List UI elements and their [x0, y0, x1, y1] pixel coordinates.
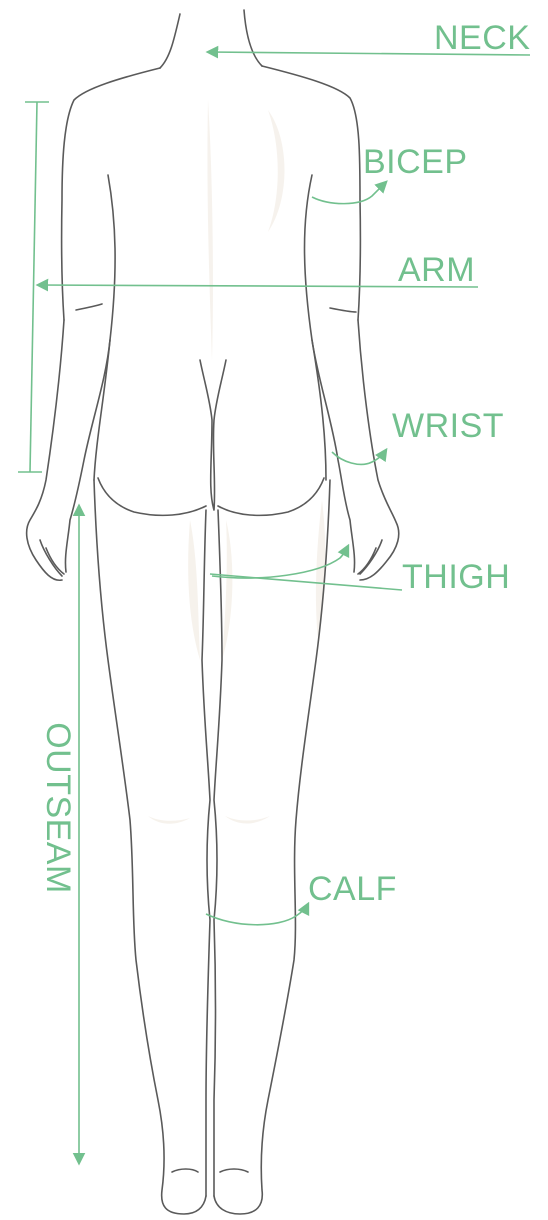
outseam-label: OUTSEAM	[41, 722, 75, 894]
neck-label: NECK	[434, 21, 530, 55]
right-leg-inner	[214, 510, 222, 1196]
right-buttock	[218, 478, 324, 515]
neck-left-line	[160, 14, 180, 68]
lower-back	[200, 360, 226, 510]
bicep-label: BICEP	[363, 145, 468, 179]
wrist-label: WRIST	[392, 409, 504, 443]
left-inner-arm	[65, 340, 110, 572]
left-elbow	[76, 304, 102, 310]
thigh-line	[210, 574, 402, 590]
body-shading	[148, 100, 325, 824]
arm-length-bar	[30, 102, 37, 472]
calf-pointer	[206, 904, 308, 925]
left-torso-side	[94, 175, 115, 480]
calf-label: CALF	[308, 872, 397, 906]
left-leg-inner	[202, 510, 210, 1196]
wrist-pointer	[332, 450, 386, 464]
thigh-label: THIGH	[402, 560, 510, 594]
right-fingers	[358, 540, 382, 574]
body-outline	[27, 10, 399, 1214]
left-buttock	[98, 478, 206, 515]
arm-label: ARM	[398, 253, 475, 287]
right-heel	[220, 1169, 248, 1172]
right-outer-arm	[358, 320, 399, 580]
left-heel	[172, 1169, 198, 1172]
right-torso-side	[305, 175, 327, 480]
bicep-pointer	[312, 182, 386, 204]
right-elbow	[330, 308, 356, 312]
thigh-pointer	[212, 546, 348, 578]
neck-right-line	[244, 10, 262, 66]
